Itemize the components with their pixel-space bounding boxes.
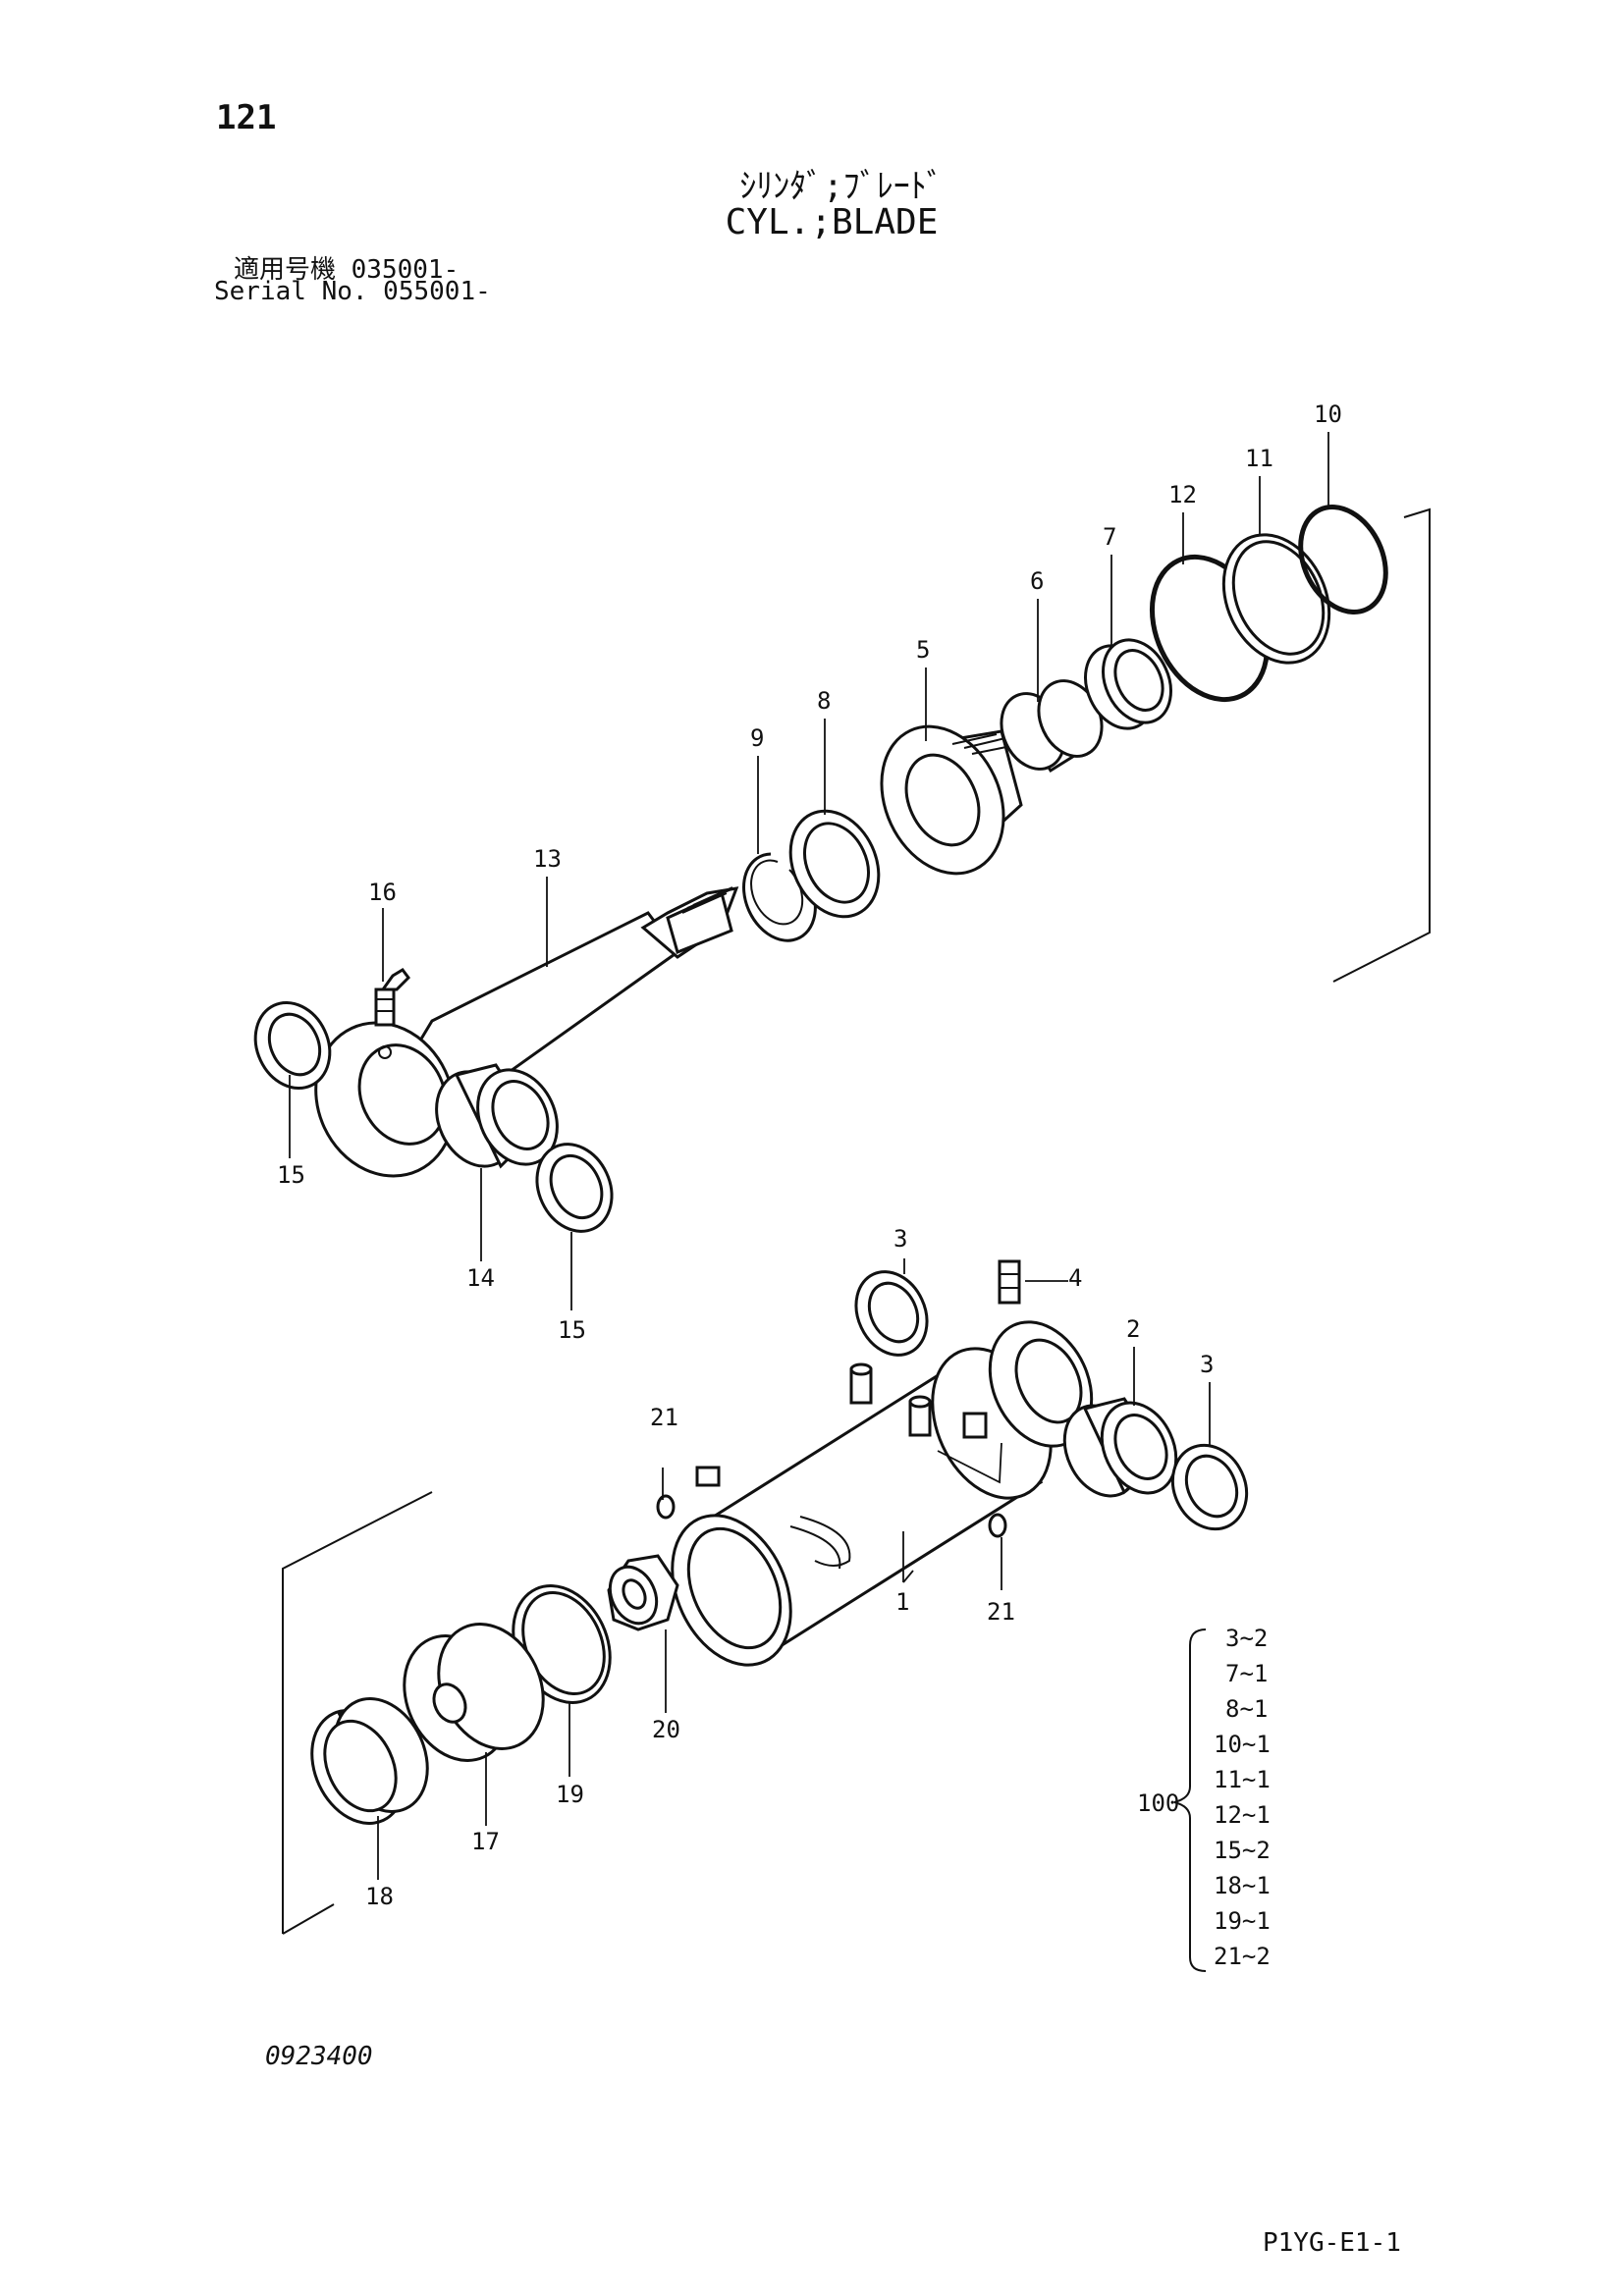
callout-4: 4 bbox=[1068, 1264, 1082, 1292]
callout-16: 16 bbox=[368, 879, 397, 906]
part-3-dust-seal-a bbox=[854, 1270, 929, 1357]
drawing-number: 0923400 bbox=[265, 2042, 373, 2071]
kit-list: 100 3~2 7~1 8~1 10~1 11~1 12~1 15~2 18~1… bbox=[1137, 1625, 1271, 1972]
callout-9: 9 bbox=[750, 724, 764, 752]
leader-lines bbox=[289, 432, 1329, 1880]
callout-7: 7 bbox=[1103, 523, 1116, 551]
callout-20: 20 bbox=[652, 1716, 680, 1743]
callout-6: 6 bbox=[1030, 567, 1044, 595]
callout-labels: 1 2 3 3 4 5 6 7 8 9 10 11 12 13 14 15 15… bbox=[277, 400, 1342, 1910]
kit-item-9: 19~1 bbox=[1214, 1907, 1271, 1935]
part-10-o-ring bbox=[1298, 505, 1388, 614]
callout-2: 2 bbox=[1126, 1315, 1140, 1343]
part-21-o-ring-b bbox=[988, 1513, 1007, 1538]
callout-21a: 21 bbox=[650, 1404, 678, 1431]
kit-item-8: 18~1 bbox=[1214, 1872, 1271, 1899]
kit-item-10: 21~2 bbox=[1214, 1943, 1271, 1970]
kit-brace bbox=[1173, 1629, 1207, 1972]
upper-group-bracket bbox=[1332, 507, 1431, 983]
kit-item-5: 11~1 bbox=[1214, 1766, 1271, 1793]
page-number: 121 bbox=[216, 98, 277, 137]
part-15-dust-seal-a bbox=[253, 1000, 332, 1091]
callout-17: 17 bbox=[471, 1828, 500, 1855]
callout-14: 14 bbox=[466, 1264, 495, 1292]
part-6-bushing bbox=[1000, 679, 1104, 774]
part-14-bushing bbox=[435, 1063, 559, 1169]
callout-19: 19 bbox=[556, 1781, 584, 1808]
part-1-cylinder-tube bbox=[671, 1320, 1094, 1667]
part-2-bushing bbox=[1062, 1397, 1178, 1498]
kit-item-7: 15~2 bbox=[1214, 1837, 1271, 1864]
callout-12: 12 bbox=[1168, 481, 1197, 508]
page-code: P1YG-E1-1 bbox=[1263, 2228, 1401, 2258]
callout-8: 8 bbox=[817, 687, 831, 715]
part-5-rod-cover bbox=[880, 724, 1023, 876]
kit-item-4: 10~1 bbox=[1214, 1731, 1271, 1758]
callout-11: 11 bbox=[1245, 445, 1273, 472]
callout-5: 5 bbox=[916, 636, 930, 664]
title-english: CYL.;BLADE bbox=[725, 202, 939, 242]
callout-3b: 3 bbox=[1200, 1351, 1214, 1378]
callout-21b: 21 bbox=[987, 1598, 1015, 1626]
serial-number: Serial No. 055001- bbox=[214, 277, 491, 306]
part-17-piston bbox=[403, 1623, 545, 1762]
part-20-nut bbox=[607, 1554, 679, 1631]
kit-item-1: 3~2 bbox=[1225, 1625, 1268, 1652]
part-3-dust-seal-b bbox=[1170, 1443, 1249, 1531]
part-21-o-ring-a bbox=[656, 1494, 676, 1520]
serial-japanese: 適用号機 035001- bbox=[234, 255, 460, 285]
kit-item-6: 12~1 bbox=[1214, 1801, 1271, 1829]
lower-group-bracket bbox=[282, 1491, 433, 1934]
callout-1: 1 bbox=[895, 1588, 909, 1616]
callout-18: 18 bbox=[365, 1883, 394, 1910]
part-16-grease-fitting bbox=[374, 968, 410, 1027]
part-7-seal bbox=[1084, 638, 1172, 730]
part-18-wear-ring bbox=[310, 1697, 429, 1825]
part-15-dust-seal-b bbox=[535, 1143, 614, 1233]
part-4-fitting bbox=[998, 1259, 1021, 1305]
kit-item-2: 7~1 bbox=[1225, 1660, 1268, 1687]
title-japanese: ｼﾘﾝﾀﾞ;ﾌﾞﾚｰﾄﾞ bbox=[739, 167, 944, 206]
callout-3a: 3 bbox=[893, 1225, 907, 1253]
callout-13: 13 bbox=[533, 845, 562, 873]
part-8-ring bbox=[788, 809, 881, 919]
kit-item-3: 8~1 bbox=[1225, 1695, 1268, 1723]
callout-15b: 15 bbox=[558, 1316, 586, 1344]
callout-15a: 15 bbox=[277, 1161, 305, 1189]
kit-number: 100 bbox=[1137, 1789, 1179, 1817]
callout-10: 10 bbox=[1314, 400, 1342, 428]
